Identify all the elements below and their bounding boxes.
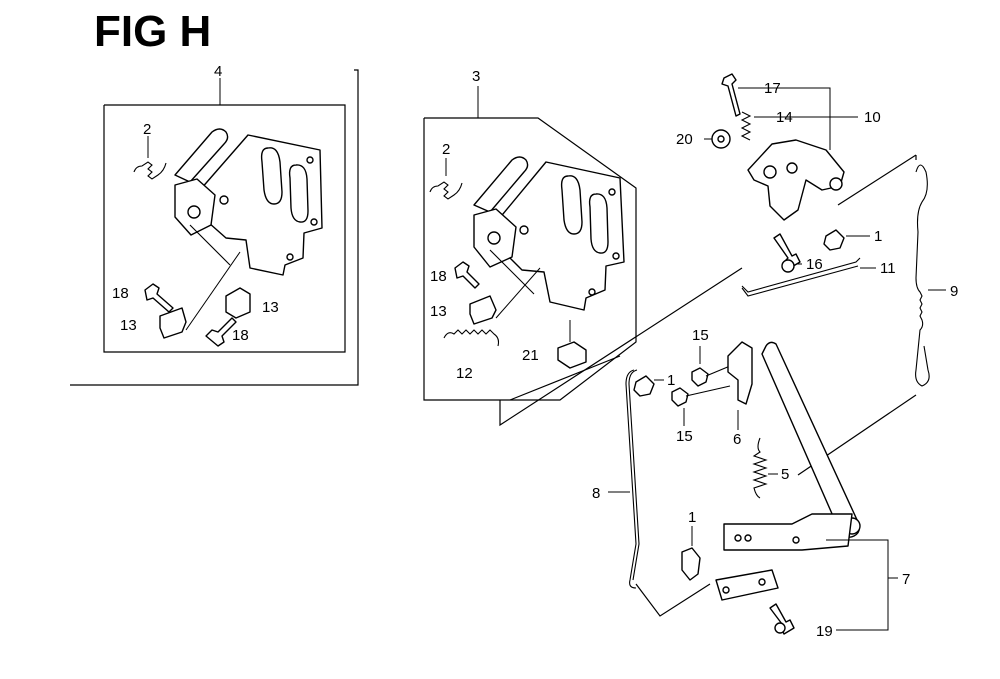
callout-15-upper: 15 — [692, 327, 709, 344]
bracket-6 — [727, 341, 753, 405]
governor-arm-10 — [747, 139, 845, 221]
bolt-16 — [773, 233, 801, 269]
bolt-18-right — [205, 317, 237, 347]
callout-2-left: 2 — [143, 121, 151, 138]
callout-19: 19 — [816, 623, 833, 640]
callout-13-middle: 13 — [430, 303, 447, 320]
assembly-3-to-6-link — [509, 355, 621, 401]
bracket-6-group — [671, 341, 753, 430]
spring-12 — [443, 329, 500, 347]
spring-9 — [915, 164, 930, 387]
governor-lever-group — [715, 341, 898, 635]
governor-link-frame — [837, 154, 917, 206]
control-lever-3 — [473, 156, 529, 213]
rod-8-group — [608, 369, 711, 617]
callout-6: 6 — [733, 431, 741, 448]
callout-20: 20 — [676, 131, 693, 148]
callout-3: 3 — [472, 68, 480, 85]
bolt-18-left — [144, 283, 174, 313]
bolt-18-middle — [454, 261, 480, 289]
assembly-3-to-5-link — [499, 267, 743, 427]
spring-2-left — [133, 161, 167, 180]
assembly-3 — [423, 86, 637, 401]
callout-1-middle: 1 — [667, 372, 675, 389]
callout-7: 7 — [902, 571, 910, 588]
clamp-13-right — [225, 287, 251, 319]
callout-1-upper: 1 — [874, 228, 882, 245]
rod-11 — [741, 257, 861, 293]
governor-lever — [761, 341, 861, 539]
callout-5: 5 — [781, 466, 789, 483]
spring-5 — [752, 437, 768, 499]
clip-1-middle — [633, 375, 655, 397]
callout-4: 4 — [214, 63, 222, 80]
bolt-15-lower — [671, 387, 689, 407]
assembly-4-outer-frame — [70, 69, 359, 386]
callout-14: 14 — [776, 109, 793, 126]
callout-1-lower: 1 — [688, 509, 696, 526]
callout-13-left: 13 — [120, 317, 137, 334]
figure-title: FIG H — [94, 7, 211, 56]
callout-13-right: 13 — [262, 299, 279, 316]
plate-slot-left — [260, 147, 283, 205]
rod-8 — [625, 369, 637, 589]
lever-arm — [723, 513, 853, 551]
callout-15-lower: 15 — [676, 428, 693, 445]
callout-18-right: 18 — [232, 327, 249, 344]
spring-2-middle — [429, 181, 463, 200]
callout-labels: 4 2 18 13 13 18 3 2 18 13 12 21 17 14 10… — [112, 63, 958, 640]
assembly-4 — [70, 69, 359, 386]
callout-8: 8 — [592, 485, 600, 502]
callout-16: 16 — [806, 256, 823, 273]
nut-21 — [557, 341, 587, 369]
bolt-15-upper — [691, 367, 709, 387]
rod-8-link-frame — [635, 583, 711, 617]
clip-1-upper — [823, 229, 845, 251]
bolt-17 — [721, 73, 741, 117]
plate-7 — [715, 569, 779, 601]
governor-arm-group — [704, 73, 917, 297]
callout-11: 11 — [880, 260, 896, 277]
spring-9-group — [797, 155, 946, 476]
callout-21: 21 — [522, 347, 539, 364]
control-lever — [174, 128, 229, 183]
spring-14 — [740, 111, 752, 141]
plate-3-slot-right — [588, 193, 609, 254]
callout-2-middle: 2 — [442, 141, 450, 158]
callout-9: 9 — [950, 283, 958, 300]
clamp-13-left — [159, 307, 187, 339]
clamp-13-middle — [469, 295, 497, 325]
clip-1-lower — [681, 547, 701, 581]
plate-3-slot-left — [560, 175, 583, 235]
plate-slot-right — [288, 164, 309, 223]
callout-18-left: 18 — [112, 285, 129, 302]
callout-10: 10 — [864, 109, 881, 126]
assembly-3-frame — [423, 117, 637, 401]
callout-12: 12 — [456, 365, 473, 382]
callout-17: 17 — [764, 80, 781, 97]
callout-18-middle: 18 — [430, 268, 447, 285]
assembly-4-frame — [103, 104, 346, 353]
